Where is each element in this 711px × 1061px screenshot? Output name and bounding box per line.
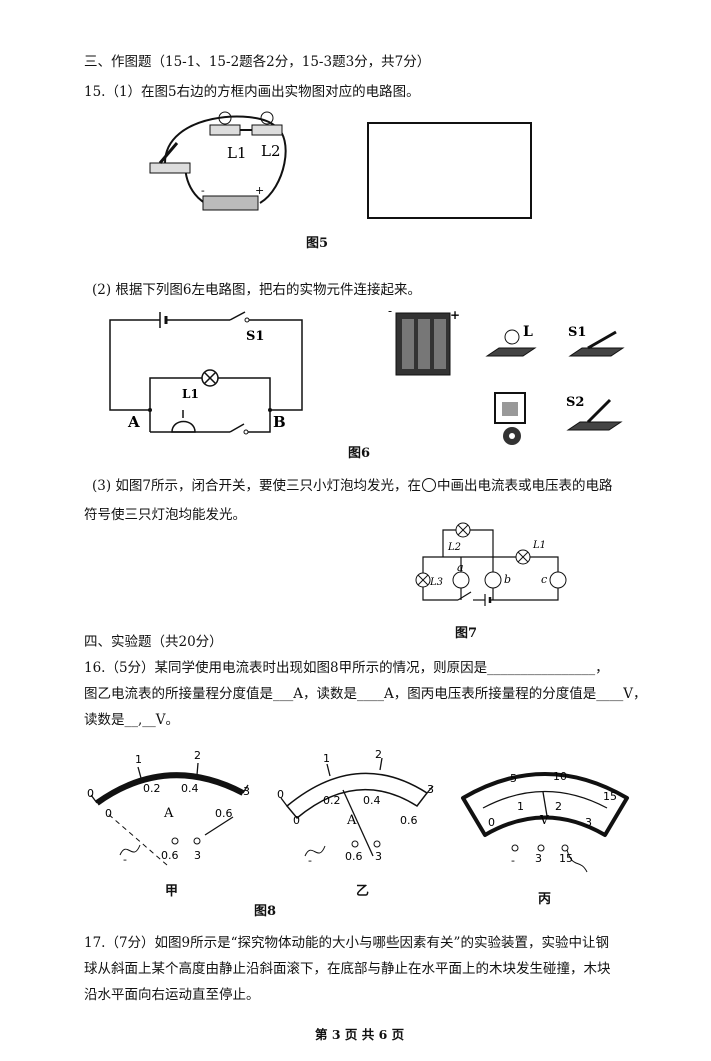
bing-top-15: 15 [603,790,617,803]
yi-terminal-minus: - [308,854,312,867]
bing-terminal-15: 15 [559,852,573,865]
bing-terminal-3: 3 [535,852,542,865]
q17-line1: 17.（7分）如图9所示是“探究物体动能的大小与哪些因素有关”的实验装置，实验中… [84,935,609,951]
fig8-sub-yi: 乙 [356,884,370,899]
jia-terminal-3: 3 [194,849,201,862]
fig7-label-a: a [457,561,464,574]
q15-1-text: 15.（1）在图5右边的方框内画出实物图对应的电路图。 [84,84,420,100]
fig6-label-l1: L1 [182,387,199,401]
fig6-caption: 图6 [348,446,371,461]
yi-bottom-0: 0 [293,814,300,827]
q17-line2: 球从斜面上某个高度由静止沿斜面滚下，在底部与静止在水平面上的木块发生碰撞，木块 [84,961,611,977]
jia-top-1: 1 [135,753,142,766]
section4-heading: 四、实验题（共20分） [84,634,223,650]
fig7-circuit: L2 L1 L3 a b c [415,522,567,606]
bing-unit: V [539,813,549,827]
q15-3-line1: (3) 如图7所示，闭合开关，要使三只小灯泡均发光，在中画出电流表或电压表的电路 [92,478,613,494]
bing-bottom-1: 1 [517,800,524,813]
fig7-label-b: b [504,573,511,586]
jia-top-0: 0 [87,787,94,800]
q17-line3: 沿水平面向右运动直至停止。 [84,987,260,1003]
jia-terminal-minus: - [123,853,127,866]
page-footer: 第 3 页 共 6 页 [315,1027,405,1042]
fig6-label-a: A [127,413,140,431]
bing-top-10: 10 [553,770,567,783]
jia-top-3: 3 [243,785,250,798]
yi-top-2: 2 [375,748,382,761]
fig6-motor [494,392,526,445]
fig6-switch-s2: S2 [566,395,623,431]
jia-bottom-3: 0.6 [215,807,233,820]
fig6-label-s1: S1 [246,329,264,344]
jia-terminal-06: 0.6 [161,849,179,862]
yi-terminal-3: 3 [375,850,382,863]
circle-symbol-icon [422,478,437,492]
fig6-bulb: L [485,324,537,357]
fig7-label-l2: L2 [447,542,461,553]
fig8-sub-jia: 甲 [165,884,179,899]
yi-bottom-3: 0.6 [400,814,418,827]
fig7-label-c: c [541,573,547,586]
q15-3-line2: 符号使三只灯泡均能发光。 [84,507,246,523]
fig8-sub-bing: 丙 [538,892,552,907]
yi-unit: A [346,813,357,828]
fig7-label-l3: L3 [429,577,443,588]
fig6-label-b: B [273,413,286,431]
fig6-label-s1b: S1 [568,325,586,340]
fig5-physical-circuit: L1 L2 - + [149,111,287,211]
yi-terminal-06: 0.6 [345,850,363,863]
fig6-label-l: L [523,324,533,340]
bing-bottom-0: 0 [488,816,495,829]
section3-heading: 三、作图题（15-1、15-2题各2分，15-3题3分，共7分） [84,54,431,70]
jia-bottom-1: 0.2 [143,782,161,795]
bing-bottom-3: 3 [585,816,592,829]
q15-2-text: (2) 根据下列图6左电路图，把右的实物元件连接起来。 [92,282,422,298]
yi-top-3: 3 [427,783,434,796]
fig7-caption: 图7 [455,626,478,641]
fig6-battery-minus: - [388,304,392,318]
q15-3-text-b: 中画出电流表或电压表的电路 [437,478,613,494]
bing-terminal-minus: - [511,854,515,867]
yi-top-1: 1 [323,752,330,765]
jia-bottom-0: 0 [105,807,112,820]
fig6-switch-s1: S1 [568,325,625,357]
q16-line1: 16.（5分）某同学使用电流表时出现如图8甲所示的情况，则原因是________… [84,660,609,676]
jia-top-2: 2 [194,749,201,762]
fig5-label-l1: L1 [227,144,247,162]
fig6-label-s2: S2 [566,395,584,410]
fig8-caption: 图8 [254,904,277,919]
fig5-label-minus: - [201,184,205,197]
fig6-circuit-diagram: S1 L1 A B [109,311,303,435]
meter-jia: 0 1 2 3 0 0.2 0.4 0.6 A - 0.6 3 [87,749,250,866]
meter-yi: 0 1 2 3 0 0.2 0.4 0.6 A - 0.6 3 [277,748,434,867]
yi-bottom-1: 0.2 [323,794,341,807]
bing-top-5: 5 [510,772,517,785]
q16-line3: 读数是__,__V。 [84,712,180,728]
fig5-caption: 图5 [306,236,329,251]
fig5-label-plus: + [255,184,264,197]
bing-bottom-2: 2 [555,800,562,813]
yi-top-0: 0 [277,788,284,801]
jia-bottom-2: 0.4 [181,782,199,795]
fig6-battery: - + [388,304,460,376]
fig7-label-l1: L1 [532,540,546,551]
fig5-answer-box[interactable] [367,122,532,219]
meter-bing: 5 10 15 0 1 2 3 V - 3 15 [461,770,629,873]
q16-line2: 图乙电流表的所接量程分度值是___A，读数是____A，图丙电压表所接量程的分度… [84,686,647,702]
fig6-battery-plus: + [450,308,460,322]
fig5-label-l2: L2 [261,142,281,160]
q15-3-text-a: (3) 如图7所示，闭合开关，要使三只小灯泡均发光，在 [92,478,422,494]
jia-unit: A [163,806,174,821]
yi-bottom-2: 0.4 [363,794,381,807]
